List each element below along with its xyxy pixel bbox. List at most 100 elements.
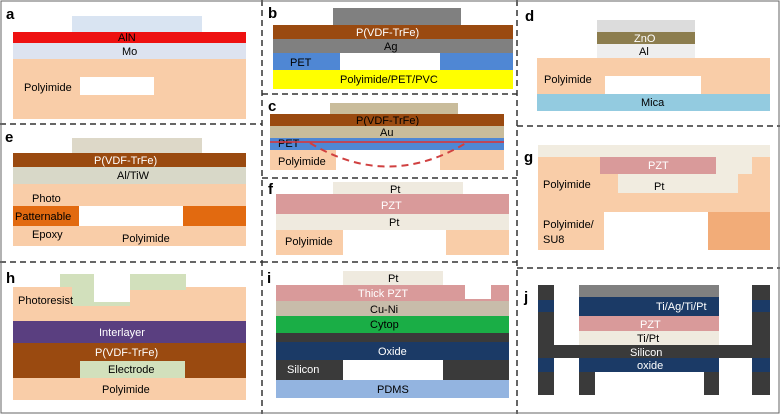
pzt-label: PZT	[648, 160, 669, 172]
polyimide-su8-label-line1: Polyimide/	[543, 219, 595, 231]
top-cover	[538, 145, 770, 157]
zno-label: ZnO	[634, 33, 656, 45]
top-pt	[343, 271, 443, 285]
panel-f-letter: f	[268, 181, 274, 198]
mo-layer	[13, 43, 246, 59]
pvdf-label: P(VDF-TrFe)	[356, 27, 419, 39]
left-gap	[554, 358, 579, 395]
panel-c: c P(VDF-TrFe) Au PET Polyimide	[268, 98, 504, 170]
panel-h: h Photoresist Interlayer P(VDF-TrFe) Ele…	[6, 270, 246, 400]
substrate-label: Polyimide/PET/PVC	[340, 74, 438, 86]
cu-ni-label: Cu-Ni	[370, 304, 398, 316]
cavity	[340, 53, 440, 70]
al-label: Al	[639, 46, 649, 58]
ag-label: Ag	[384, 41, 397, 53]
cavity	[343, 230, 446, 255]
cavity	[336, 150, 440, 170]
ti-ag-ti-pt-label: Ti/Ag/Ti/Pt	[656, 301, 707, 313]
panel-h-letter: h	[6, 270, 15, 287]
patternable-block-left	[13, 206, 79, 226]
trench-opening	[94, 274, 130, 302]
silicon-label: Silicon	[630, 347, 662, 359]
ag-layer	[273, 39, 513, 53]
polyimide-label: Polyimide	[122, 233, 170, 245]
cavity	[343, 360, 443, 380]
polyimide-su8-label-line2: SU8	[543, 234, 564, 246]
cytop-layer	[276, 316, 509, 333]
cavity	[79, 206, 183, 226]
pvdf-layer	[13, 153, 246, 167]
top-electrode	[333, 8, 461, 25]
pet-label: PET	[290, 57, 312, 69]
ti-pt-layer	[579, 331, 719, 345]
aln-label: AlN	[118, 32, 136, 44]
polyimide-label: Polyimide	[285, 236, 333, 248]
patternable-block-right	[183, 206, 246, 226]
panel-i-letter: i	[267, 270, 271, 287]
interlayer	[13, 321, 246, 343]
silicon-layer	[538, 345, 770, 358]
cu-ni-layer	[276, 301, 509, 316]
pvdf-layer	[270, 114, 504, 126]
mica-layer	[537, 94, 770, 111]
ti-ag-ti-pt-layer	[579, 297, 719, 316]
photoresist-label: Photoresist	[18, 295, 73, 307]
top-cap	[597, 20, 695, 32]
pet-label: PET	[278, 138, 300, 150]
thick-pzt-layer	[276, 285, 509, 301]
panel-e-letter: e	[5, 129, 13, 146]
polyimide-label: Polyimide	[543, 179, 591, 191]
zno-layer	[597, 32, 695, 44]
pzt-gap	[465, 285, 491, 299]
pvdf-layer	[13, 343, 246, 361]
oxide-label: Oxide	[378, 346, 407, 358]
pzt-layer	[579, 316, 719, 331]
dark-layer	[276, 333, 509, 342]
cytop-label: Cytop	[370, 319, 399, 331]
top-electrode	[72, 138, 202, 153]
electrode-label: Electrode	[108, 364, 154, 376]
su8-block	[708, 212, 770, 250]
panel-b-letter: b	[268, 5, 277, 22]
inner-pillar-right	[704, 372, 719, 395]
pzt-layer	[276, 194, 509, 214]
electrode	[80, 361, 185, 378]
top-electrode	[330, 103, 458, 114]
right-gap	[719, 358, 752, 395]
polyimide-label: Polyimide	[102, 384, 150, 396]
mo-label: Mo	[122, 46, 137, 58]
panel-d: d ZnO Al Polyimide Mica	[525, 8, 770, 111]
pt-label: Pt	[654, 181, 664, 193]
pvdf-layer	[273, 25, 513, 39]
thick-pzt-label: Thick PZT	[358, 288, 408, 300]
pzt-label: PZT	[640, 319, 661, 331]
al-layer	[597, 44, 695, 58]
silicon-label: Silicon	[287, 364, 319, 376]
panel-b: b P(VDF-TrFe) Ag PET Polyimide/PET/PVC	[268, 5, 513, 89]
polyimide-label: Polyimide	[278, 156, 326, 168]
pzt-layer	[600, 157, 716, 174]
panel-c-letter: c	[268, 98, 276, 115]
pt-label: Pt	[388, 273, 398, 285]
pdms-label: PDMS	[377, 384, 409, 396]
panel-g: g PZT Polyimide Pt Polyimide/ SU8	[524, 145, 770, 250]
au-label: Au	[380, 127, 393, 139]
au-layer	[270, 126, 504, 138]
pvdf-label: P(VDF-TrFe)	[95, 347, 158, 359]
polyimide-label: Polyimide	[544, 74, 592, 86]
panel-g-letter: g	[524, 149, 533, 166]
pdms-layer	[276, 380, 509, 398]
oxide-layer	[276, 342, 509, 360]
panel-d-letter: d	[525, 8, 534, 25]
panel-e: e P(VDF-TrFe) Al/TiW Photo Patternable E…	[5, 129, 246, 246]
photo-label: Photo	[32, 193, 61, 205]
top-pt-label: Pt	[390, 184, 400, 196]
oxide-label: oxide	[637, 360, 663, 372]
cavity	[604, 212, 708, 250]
oxide-layer	[538, 358, 770, 372]
aln-layer	[13, 32, 246, 43]
